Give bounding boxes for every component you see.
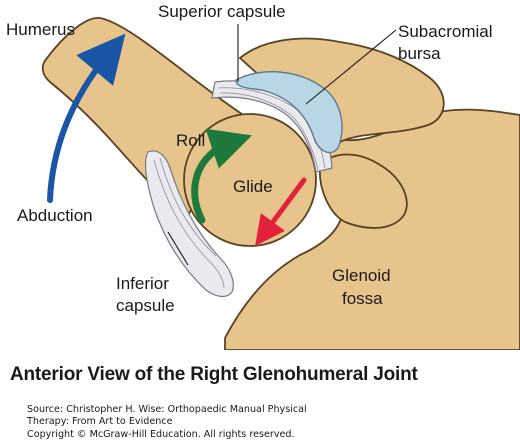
subacromial-bursa-label-line2: bursa bbox=[398, 44, 441, 63]
glenoid-fossa-label-line1: Glenoid bbox=[332, 266, 391, 285]
coracoid-shape bbox=[318, 153, 408, 229]
abduction-label: Abduction bbox=[17, 206, 93, 225]
source-line: Therapy: From Art to Evidence bbox=[27, 416, 173, 428]
subacromial-bursa-shape bbox=[235, 71, 343, 154]
inferior-capsule-label-line1: Inferior bbox=[116, 274, 169, 293]
superior-capsule-label: Superior capsule bbox=[158, 2, 286, 21]
inferior-capsule-fibers bbox=[153, 157, 225, 289]
source-attribution: Source: Christopher H. Wise: Orthopaedic… bbox=[27, 404, 307, 441]
glenoid-fossa-label-line2: fossa bbox=[342, 289, 383, 308]
roll-arrow bbox=[191, 128, 252, 224]
subacromial-bursa-label-line1: Subacromial bbox=[398, 22, 493, 41]
glide-arrow bbox=[255, 177, 307, 247]
inferior-capsule-leader-line bbox=[167, 231, 189, 266]
source-line: Source: Christopher H. Wise: Orthopaedic… bbox=[27, 404, 307, 415]
glenohumeral-joint-diagram: Humerus Superior capsule Subacromial bur… bbox=[6, 2, 520, 350]
humerus-label: Humerus bbox=[6, 20, 75, 39]
abduction-arrow bbox=[47, 33, 126, 203]
figure-caption: Anterior View of the Right Glenohumeral … bbox=[10, 364, 418, 385]
subacromial-bursa-leader-line bbox=[305, 29, 397, 105]
inferior-capsule-label-line2: capsule bbox=[116, 296, 175, 315]
roll-label: Roll bbox=[176, 131, 205, 150]
copyright-line: Copyright © McGraw-Hill Education. All r… bbox=[27, 428, 295, 440]
glide-label: Glide bbox=[233, 177, 273, 196]
